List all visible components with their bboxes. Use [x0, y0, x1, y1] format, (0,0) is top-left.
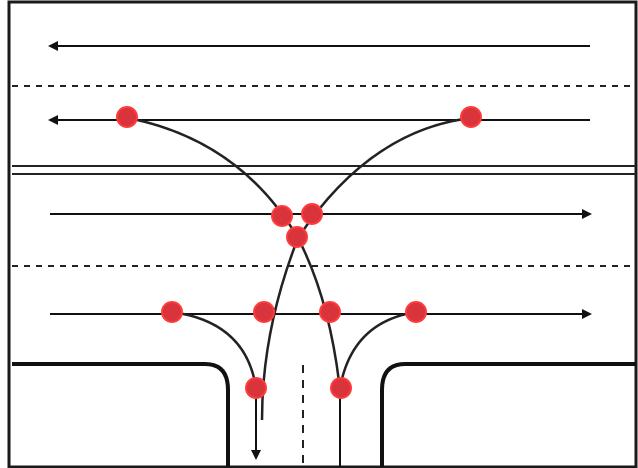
frame-border — [7, 0, 638, 468]
westbound-left-turn-path — [127, 116, 300, 421]
conflict-point-9 — [405, 301, 427, 323]
eastbound-right-turn-path — [171, 310, 258, 389]
side-road-right-turn-path — [338, 310, 417, 389]
curb-right — [380, 362, 636, 467]
conflict-point-5 — [286, 226, 308, 248]
conflict-point-10 — [245, 377, 267, 399]
conflict-point-1 — [116, 106, 138, 128]
conflict-points — [116, 106, 482, 399]
conflict-point-11 — [330, 377, 352, 399]
conflict-point-3 — [271, 205, 293, 227]
curb-left — [12, 362, 230, 467]
conflict-point-6 — [161, 301, 183, 323]
westbound-merge-path — [296, 116, 472, 239]
conflict-point-7 — [253, 301, 275, 323]
conflict-point-8 — [319, 301, 341, 323]
conflict-point-4 — [301, 203, 323, 225]
conflict-point-2 — [460, 106, 482, 128]
